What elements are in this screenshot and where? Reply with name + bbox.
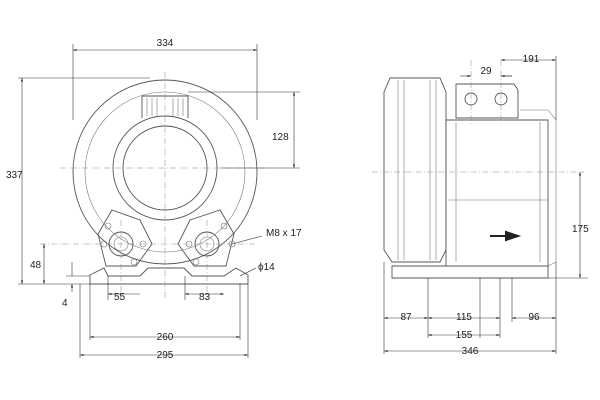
dim-inlet-offset-128: 128 xyxy=(272,132,289,143)
dim-right-hole-83: 83 xyxy=(199,292,211,303)
dim-box-offset-191: 191 xyxy=(523,54,540,65)
dim-total-length-346: 346 xyxy=(462,346,479,357)
front-base xyxy=(89,267,249,285)
side-view: 29 191 175 87 115 96 155 346 xyxy=(372,54,589,357)
dim-foot-outer-155: 155 xyxy=(456,330,473,341)
dim-rear-offset-96: 96 xyxy=(528,312,540,323)
front-view: 334 337 128 M8 x 17 48 4 ϕ14 55 83 xyxy=(6,38,302,361)
side-base xyxy=(391,265,549,279)
side-housing xyxy=(383,77,447,263)
thread-label: M8 x 17 xyxy=(266,228,302,239)
left-port-flange xyxy=(97,209,153,267)
dim-left-hole-55: 55 xyxy=(114,292,126,303)
dim-shaft-height-175: 175 xyxy=(572,224,589,235)
dim-height-337: 337 xyxy=(6,170,23,181)
motor-body xyxy=(445,119,549,267)
dim-front-offset-87: 87 xyxy=(400,312,412,323)
dim-base-height-48: 48 xyxy=(30,260,42,271)
dim-base-outer-295: 295 xyxy=(157,350,174,361)
dim-foot-spacing-115: 115 xyxy=(456,312,472,323)
dim-box-29: 29 xyxy=(480,66,492,77)
dim-width-334: 334 xyxy=(157,38,174,49)
terminal-box xyxy=(455,83,519,119)
hole-diameter-label: ϕ14 xyxy=(258,262,275,273)
dim-base-inner-260: 260 xyxy=(157,332,174,343)
right-port-flange xyxy=(177,209,235,267)
dim-flange-4: 4 xyxy=(62,298,68,309)
